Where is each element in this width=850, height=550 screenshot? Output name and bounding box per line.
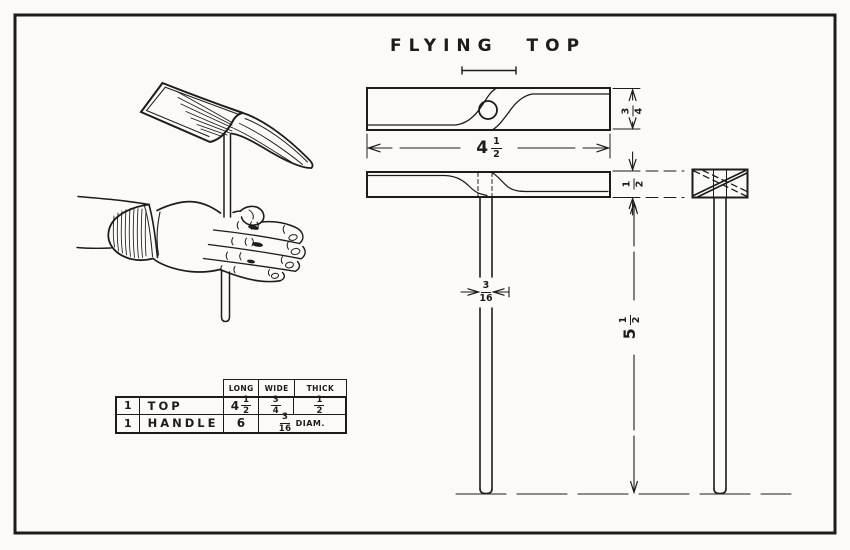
dim-top-length [366,133,611,159]
hidden-shaft-lines [477,172,493,197]
hand [152,200,306,283]
front-handle-stick [479,196,493,490]
thumb [239,205,265,226]
title-underline [461,66,517,75]
cell-qty: 1 [123,399,132,412]
parts-table-header: LONG WIDE THICK [223,379,347,397]
sleeve-cuff [76,195,159,262]
front-view [366,171,611,495]
blade-hatching [175,90,234,137]
dim-whole: 4 [476,137,489,158]
dim-whole: 5 [620,328,639,340]
dim-handle-length [455,200,792,495]
fingernails [270,234,301,279]
header-wide: WIDE [258,380,293,396]
figure-title: FLYING TOP [390,36,587,56]
dim-handle-diameter [460,286,510,298]
grip-shadows [247,225,263,264]
hand-holding-top-illustration [76,81,314,323]
cell-name: HANDLE [138,414,224,432]
knuckle-creases [220,221,289,277]
diam-suffix: DIAM. [295,418,325,428]
cell-qty: 1 [123,416,132,430]
header-thick: THICK [293,380,346,396]
dim-top-width [612,87,641,131]
header-long: LONG [228,383,254,393]
plate-border [13,13,837,535]
handle-stick [220,133,232,323]
cuff-hatching [112,207,147,259]
plan-view [366,87,611,131]
cell-long: 6 [223,414,257,432]
shaft-hole [478,100,498,120]
end-view [691,168,749,495]
propeller-blade [139,81,314,169]
end-handle-stick [713,197,727,490]
cell-name: TOP [138,397,224,414]
